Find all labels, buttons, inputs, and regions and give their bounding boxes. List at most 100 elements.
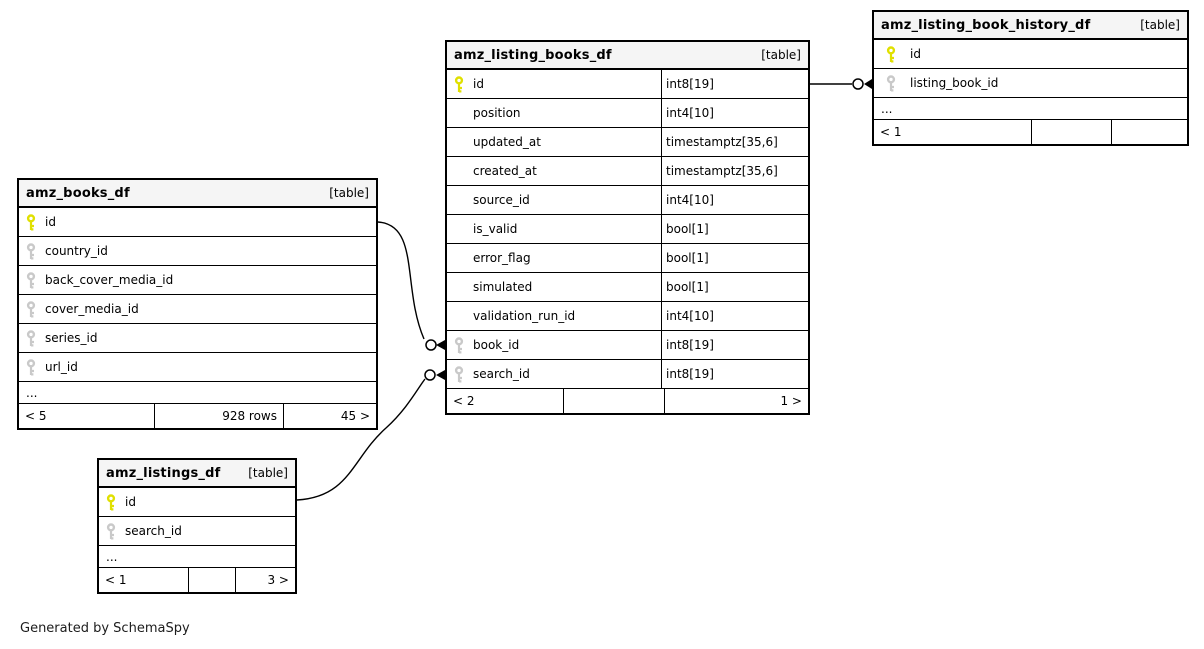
column-type: timestamptz[35,6]: [661, 157, 808, 185]
primary-key-icon: [99, 493, 123, 511]
column-row: cover_media_id: [19, 295, 376, 324]
column-name: created_at: [473, 164, 537, 178]
column-row: url_id: [19, 353, 376, 382]
footer-children-count: < 5: [19, 404, 155, 428]
generated-by-note: Generated by SchemaSpy: [20, 621, 190, 636]
column-name: back_cover_media_id: [45, 273, 174, 287]
column-row: updated_at timestamptz[35,6]: [447, 128, 808, 157]
column-row: id: [99, 488, 295, 517]
column-row: back_cover_media_id: [19, 266, 376, 295]
column-name: series_id: [45, 331, 98, 345]
table-header[interactable]: amz_listing_books_df [table]: [447, 42, 808, 70]
column-name: error_flag: [473, 251, 531, 265]
table-amz-listings-df[interactable]: amz_listings_df [table] id search_id ...…: [97, 458, 297, 594]
column-name: id: [910, 47, 921, 61]
table-name: amz_listings_df: [106, 465, 221, 481]
table-type-tag: [table]: [248, 466, 288, 480]
column-row: listing_book_id: [874, 69, 1187, 98]
column-row: simulated bool[1]: [447, 273, 808, 302]
column-row: position int4[10]: [447, 99, 808, 128]
table-name: amz_listing_books_df: [454, 47, 612, 63]
foreign-key-icon: [19, 329, 43, 347]
primary-key-icon: [447, 75, 471, 93]
table-type-tag: [table]: [329, 186, 369, 200]
table-name: amz_listing_book_history_df: [881, 17, 1091, 33]
column-row: series_id: [19, 324, 376, 353]
footer-parents-count: 45 >: [340, 409, 370, 423]
foreign-key-icon: [19, 300, 43, 318]
column-name: id: [473, 77, 484, 91]
table-amz-books-df[interactable]: amz_books_df [table] id country_id back_…: [17, 178, 378, 430]
table-footer: < 1 3 >: [99, 568, 295, 592]
primary-key-icon: [19, 213, 43, 231]
footer-row-count: [564, 389, 665, 413]
table-header[interactable]: amz_listings_df [table]: [99, 460, 295, 488]
column-name: simulated: [473, 280, 533, 294]
column-name: source_id: [473, 193, 530, 207]
footer-children-count: < 1: [874, 120, 1032, 144]
column-row: id: [874, 40, 1187, 69]
column-name: url_id: [45, 360, 78, 374]
hidden-columns-row: ...: [19, 382, 376, 404]
ellipsis-label: ...: [106, 549, 118, 564]
column-name: id: [125, 495, 136, 509]
footer-children-count: < 1: [99, 568, 189, 592]
column-row: book_id int8[19]: [447, 331, 808, 360]
column-type: int4[10]: [661, 302, 808, 330]
column-name: book_id: [473, 338, 520, 352]
hidden-columns-row: ...: [99, 546, 295, 568]
column-type: bool[1]: [661, 244, 808, 272]
ellipsis-label: ...: [26, 385, 38, 400]
column-row: country_id: [19, 237, 376, 266]
table-type-tag: [table]: [1140, 18, 1180, 32]
foreign-key-icon: [19, 358, 43, 376]
footer-row-count: [189, 568, 236, 592]
column-row: validation_run_id int4[10]: [447, 302, 808, 331]
column-row: id: [19, 208, 376, 237]
table-amz-listing-book-history-df[interactable]: amz_listing_book_history_df [table] id l…: [872, 10, 1189, 146]
column-type: bool[1]: [661, 273, 808, 301]
column-name: listing_book_id: [910, 76, 999, 90]
hidden-columns-row: ...: [874, 98, 1187, 120]
column-row: created_at timestamptz[35,6]: [447, 157, 808, 186]
column-type: int8[19]: [661, 70, 808, 98]
footer-parents-count: 3 >: [267, 573, 289, 587]
footer-parents-count: 1 >: [780, 394, 802, 408]
footer-parents-count: [1112, 120, 1187, 144]
table-footer: < 1: [874, 120, 1187, 144]
table-amz-listing-books-df[interactable]: amz_listing_books_df [table] id int8[19]…: [445, 40, 810, 415]
table-footer: < 5 928 rows 45 >: [19, 404, 376, 428]
footer-row-count: [1032, 120, 1112, 144]
relationship-books-to-listing-books: [377, 221, 445, 351]
column-type: bool[1]: [661, 215, 808, 243]
column-type: int4[10]: [661, 186, 808, 214]
column-name: search_id: [125, 524, 182, 538]
foreign-key-icon: [874, 74, 908, 92]
column-name: validation_run_id: [473, 309, 576, 323]
foreign-key-icon: [19, 271, 43, 289]
table-header[interactable]: amz_listing_book_history_df [table]: [874, 12, 1187, 40]
column-row: search_id int8[19]: [447, 360, 808, 389]
column-type: int8[19]: [661, 331, 808, 359]
column-name: position: [473, 106, 521, 120]
column-row: id int8[19]: [447, 70, 808, 99]
table-footer: < 2 1 >: [447, 389, 808, 413]
column-name: updated_at: [473, 135, 541, 149]
table-name: amz_books_df: [26, 185, 130, 201]
column-row: search_id: [99, 517, 295, 546]
column-type: int8[19]: [661, 360, 808, 388]
column-row: error_flag bool[1]: [447, 244, 808, 273]
table-header[interactable]: amz_books_df [table]: [19, 180, 376, 208]
ellipsis-label: ...: [881, 101, 893, 116]
table-type-tag: [table]: [761, 48, 801, 62]
column-name: country_id: [45, 244, 108, 258]
column-type: int4[10]: [661, 99, 808, 127]
column-name: search_id: [473, 367, 530, 381]
footer-children-count: < 2: [447, 389, 564, 413]
column-name: cover_media_id: [45, 302, 139, 316]
column-row: is_valid bool[1]: [447, 215, 808, 244]
foreign-key-icon: [447, 365, 471, 383]
foreign-key-icon: [19, 242, 43, 260]
column-name: id: [45, 215, 56, 229]
foreign-key-icon: [99, 522, 123, 540]
